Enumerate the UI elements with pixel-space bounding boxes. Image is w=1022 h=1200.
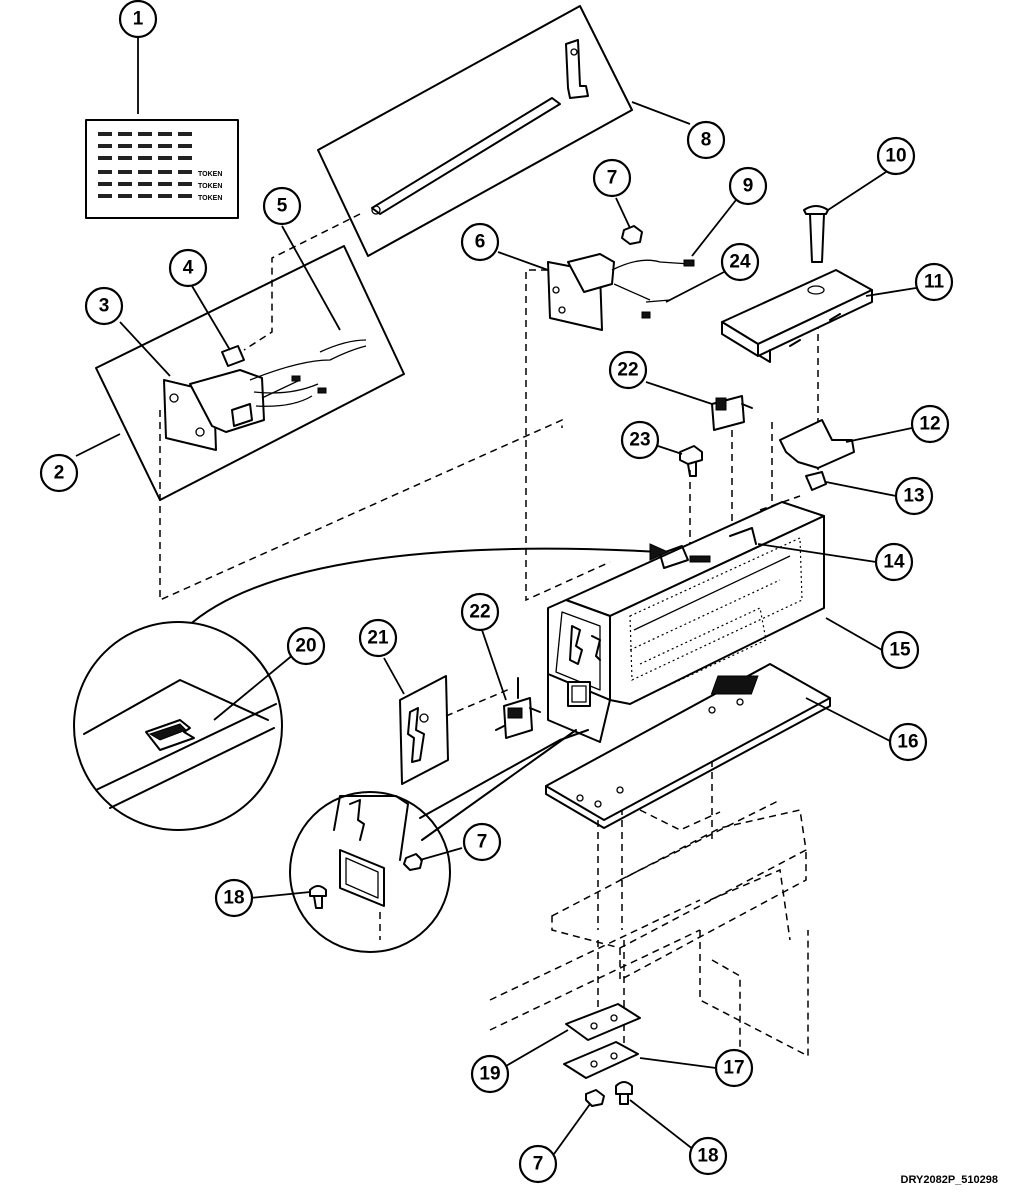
callout-7-bottom: 7 bbox=[518, 1144, 558, 1184]
label-plate bbox=[399, 675, 513, 785]
backing-plate bbox=[563, 1041, 639, 1079]
svg-text:9: 9 bbox=[743, 176, 754, 197]
shim-plate bbox=[565, 1003, 641, 1041]
svg-text:15: 15 bbox=[889, 640, 911, 661]
svg-text:7: 7 bbox=[533, 1154, 544, 1175]
svg-text:4: 4 bbox=[183, 258, 194, 279]
svg-text:10: 10 bbox=[885, 146, 906, 167]
callout-22: 22 bbox=[608, 350, 648, 390]
svg-text:23: 23 bbox=[629, 430, 650, 451]
carriage-bolt-bottom bbox=[615, 1081, 633, 1105]
callout-7-detail: 7 bbox=[462, 822, 502, 862]
hex-nut bbox=[621, 225, 643, 245]
callout-17: 17 bbox=[714, 1048, 754, 1088]
callout-20: 20 bbox=[286, 626, 326, 666]
decal-grid: TOKEN TOKEN TOKEN bbox=[98, 132, 222, 202]
svg-text:5: 5 bbox=[277, 196, 288, 217]
clip-nut bbox=[805, 471, 827, 491]
svg-text:21: 21 bbox=[367, 628, 389, 649]
coin-box-housing bbox=[547, 495, 825, 743]
mounting-bracket bbox=[779, 419, 855, 469]
callout-7: 7 bbox=[592, 158, 632, 198]
detail-circle-upper bbox=[73, 621, 283, 831]
svg-text:18: 18 bbox=[697, 1146, 718, 1167]
coin-drop-assembly-panel bbox=[95, 245, 405, 501]
micro-switch-top bbox=[711, 395, 753, 431]
svg-text:2: 2 bbox=[54, 463, 65, 484]
callout-2: 2 bbox=[39, 453, 79, 493]
drawing-number: DRY2082P_510298 bbox=[900, 1174, 998, 1186]
bolt bbox=[679, 445, 703, 477]
svg-text:22: 22 bbox=[469, 602, 490, 623]
svg-text:1: 1 bbox=[133, 9, 144, 30]
callout-22-lower: 22 bbox=[460, 592, 500, 632]
detail-circle-lower bbox=[289, 729, 589, 953]
callout-21: 21 bbox=[358, 618, 398, 658]
base-plate bbox=[545, 663, 831, 829]
svg-text:3: 3 bbox=[99, 296, 110, 317]
callout-13: 13 bbox=[894, 476, 934, 516]
callout-24: 24 bbox=[720, 242, 760, 282]
callout-23: 23 bbox=[620, 420, 660, 460]
callout-18-detail: 18 bbox=[214, 878, 254, 918]
callout-8: 8 bbox=[686, 120, 726, 160]
detail-leader-14 bbox=[185, 547, 661, 629]
svg-text:8: 8 bbox=[701, 130, 712, 151]
screw bbox=[803, 205, 829, 263]
svg-text:7: 7 bbox=[477, 832, 488, 853]
decal-sheet: TOKEN TOKEN TOKEN bbox=[85, 119, 239, 219]
svg-text:18: 18 bbox=[223, 888, 244, 909]
svg-text:12: 12 bbox=[919, 414, 940, 435]
svg-text:13: 13 bbox=[903, 486, 924, 507]
callout-14: 14 bbox=[874, 542, 914, 582]
arrow-head bbox=[649, 543, 670, 561]
callout-6: 6 bbox=[460, 222, 500, 262]
callout-4: 4 bbox=[168, 248, 208, 288]
strap-kit-panel bbox=[317, 5, 633, 257]
svg-text:7: 7 bbox=[607, 168, 618, 189]
micro-switch-lower bbox=[495, 677, 541, 739]
callout-18-bottom: 18 bbox=[688, 1136, 728, 1176]
hex-nut-bottom bbox=[585, 1089, 605, 1107]
callout-16: 16 bbox=[888, 722, 928, 762]
cover-plate bbox=[721, 269, 873, 363]
token-label: TOKEN bbox=[198, 171, 222, 178]
coin-switch-bracket bbox=[547, 253, 695, 331]
svg-text:6: 6 bbox=[475, 232, 486, 253]
callout-1: 1 bbox=[118, 0, 158, 39]
callout-11: 11 bbox=[914, 262, 954, 302]
callout-5: 5 bbox=[262, 186, 302, 226]
svg-text:19: 19 bbox=[479, 1064, 500, 1085]
svg-text:17: 17 bbox=[723, 1058, 744, 1079]
svg-text:24: 24 bbox=[729, 252, 751, 273]
token-label: TOKEN bbox=[198, 195, 222, 202]
callout-9: 9 bbox=[728, 166, 768, 206]
callout-10: 10 bbox=[876, 136, 916, 176]
callout-3: 3 bbox=[84, 286, 124, 326]
callout-15: 15 bbox=[880, 630, 920, 670]
svg-text:20: 20 bbox=[295, 636, 316, 657]
leader-lines bbox=[75, 38, 917, 1155]
machine-outline bbox=[489, 799, 809, 1058]
callout-19: 19 bbox=[470, 1054, 510, 1094]
carriage-bolt-detail bbox=[309, 885, 327, 909]
svg-text:11: 11 bbox=[924, 272, 945, 293]
svg-text:22: 22 bbox=[617, 360, 638, 381]
callout-12: 12 bbox=[910, 404, 950, 444]
svg-text:16: 16 bbox=[897, 732, 918, 753]
token-label: TOKEN bbox=[198, 183, 222, 190]
svg-text:14: 14 bbox=[883, 552, 905, 573]
